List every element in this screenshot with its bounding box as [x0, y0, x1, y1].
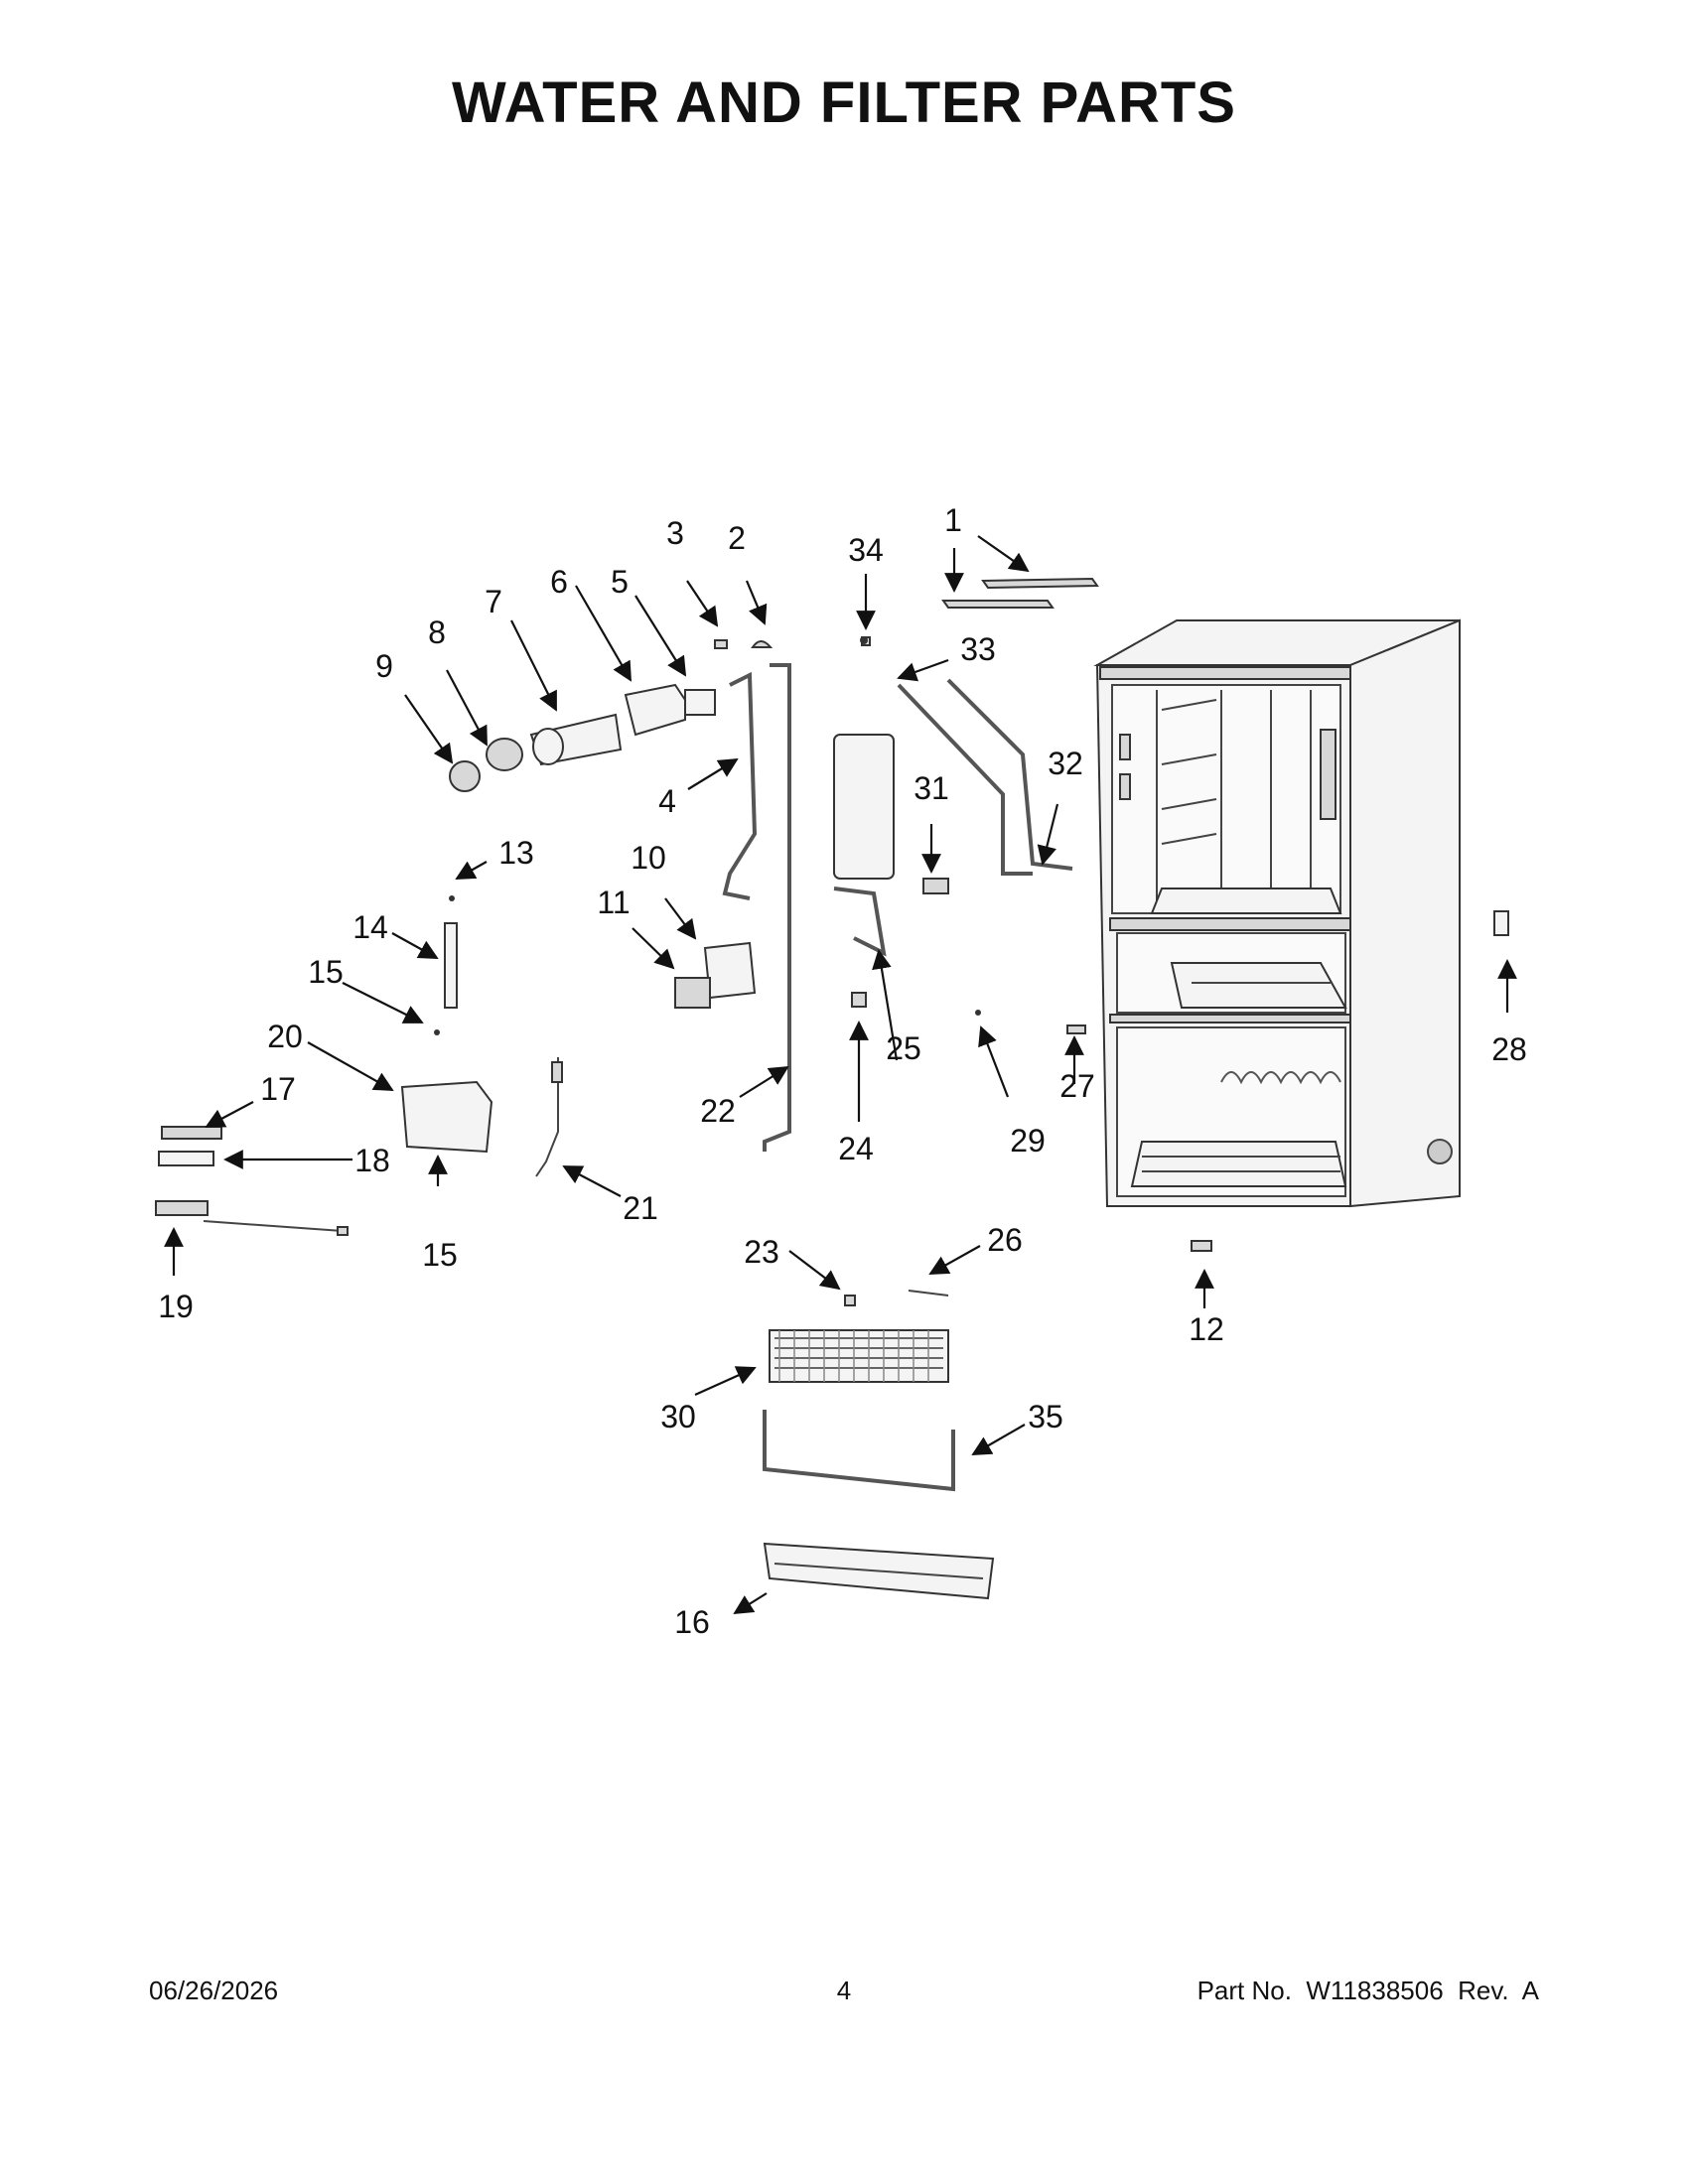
callout-31: 31 [914, 770, 949, 806]
callout-16: 16 [674, 1604, 710, 1640]
callout-19: 19 [158, 1289, 194, 1324]
callout-9: 9 [375, 648, 393, 684]
callout-22: 22 [700, 1093, 736, 1129]
callout-29: 29 [1010, 1123, 1046, 1159]
part-13-14-15-bracket [434, 895, 458, 1035]
callout-4: 4 [658, 783, 676, 819]
callout-10: 10 [631, 840, 666, 876]
callout-21: 21 [623, 1190, 658, 1226]
callout-7: 7 [485, 584, 502, 619]
part-24-27-28-29-small-parts [851, 910, 1509, 1034]
callout-12: 12 [1189, 1311, 1224, 1347]
part-25-ice-tray [833, 734, 895, 957]
callout-23: 23 [744, 1234, 779, 1270]
callout-27: 27 [1059, 1068, 1095, 1104]
callout-15-lower: 15 [422, 1237, 458, 1273]
callout-35: 35 [1028, 1399, 1063, 1434]
footer-page-number: 4 [836, 1976, 852, 2005]
refrigerator-cabinet [1093, 618, 1461, 1208]
footer-date: 06/26/2026 [149, 1976, 279, 2005]
part-31-32-33-34-tubes [860, 636, 1073, 894]
callout-14: 14 [352, 909, 388, 945]
callout-28: 28 [1491, 1031, 1527, 1067]
callout-33: 33 [960, 631, 996, 667]
leader-arrows [164, 535, 1517, 1615]
callout-26: 26 [987, 1222, 1023, 1258]
part-10-11-valve [674, 941, 757, 1009]
callout-34: 34 [848, 532, 884, 568]
callout-24: 24 [838, 1131, 874, 1166]
callout-13: 13 [498, 835, 534, 871]
part-20-cover [400, 1080, 493, 1154]
callout-5: 5 [611, 564, 629, 600]
part-17-18-19-filter-parts [155, 1126, 349, 1236]
callout-25: 25 [886, 1030, 921, 1066]
callout-8: 8 [428, 614, 446, 650]
callout-3: 3 [666, 515, 684, 551]
callout-20: 20 [267, 1019, 303, 1054]
callout-11: 11 [597, 885, 630, 920]
part-1-rails [941, 577, 1099, 609]
part-2-3-clips [714, 636, 871, 649]
callout-2: 2 [728, 520, 746, 556]
part-16-drain-pan [763, 1542, 995, 1600]
part-35-heater [763, 1410, 955, 1492]
page-title: WATER AND FILTER PARTS [452, 70, 1236, 135]
callout-numbers: 1 2 3 4 5 6 7 8 9 10 11 12 13 14 15 15 1… [158, 502, 1527, 1640]
part-5-6-7-8-9-filter-housing [449, 683, 716, 792]
part-4-22-water-tubes [722, 663, 791, 1152]
callout-1: 1 [944, 502, 962, 538]
callout-15-upper: 15 [308, 954, 344, 990]
callout-18: 18 [354, 1143, 390, 1178]
footer-part-number: Part No. W11838506 Rev. A [1196, 1976, 1539, 2005]
callout-32: 32 [1048, 746, 1083, 781]
part-21-wire [535, 1057, 563, 1177]
part-12-23-26-evap-fittings [844, 1240, 1212, 1306]
callout-17: 17 [260, 1071, 296, 1107]
callout-30: 30 [660, 1399, 696, 1434]
callout-6: 6 [550, 564, 568, 600]
part-30-evaporator [769, 1329, 949, 1383]
